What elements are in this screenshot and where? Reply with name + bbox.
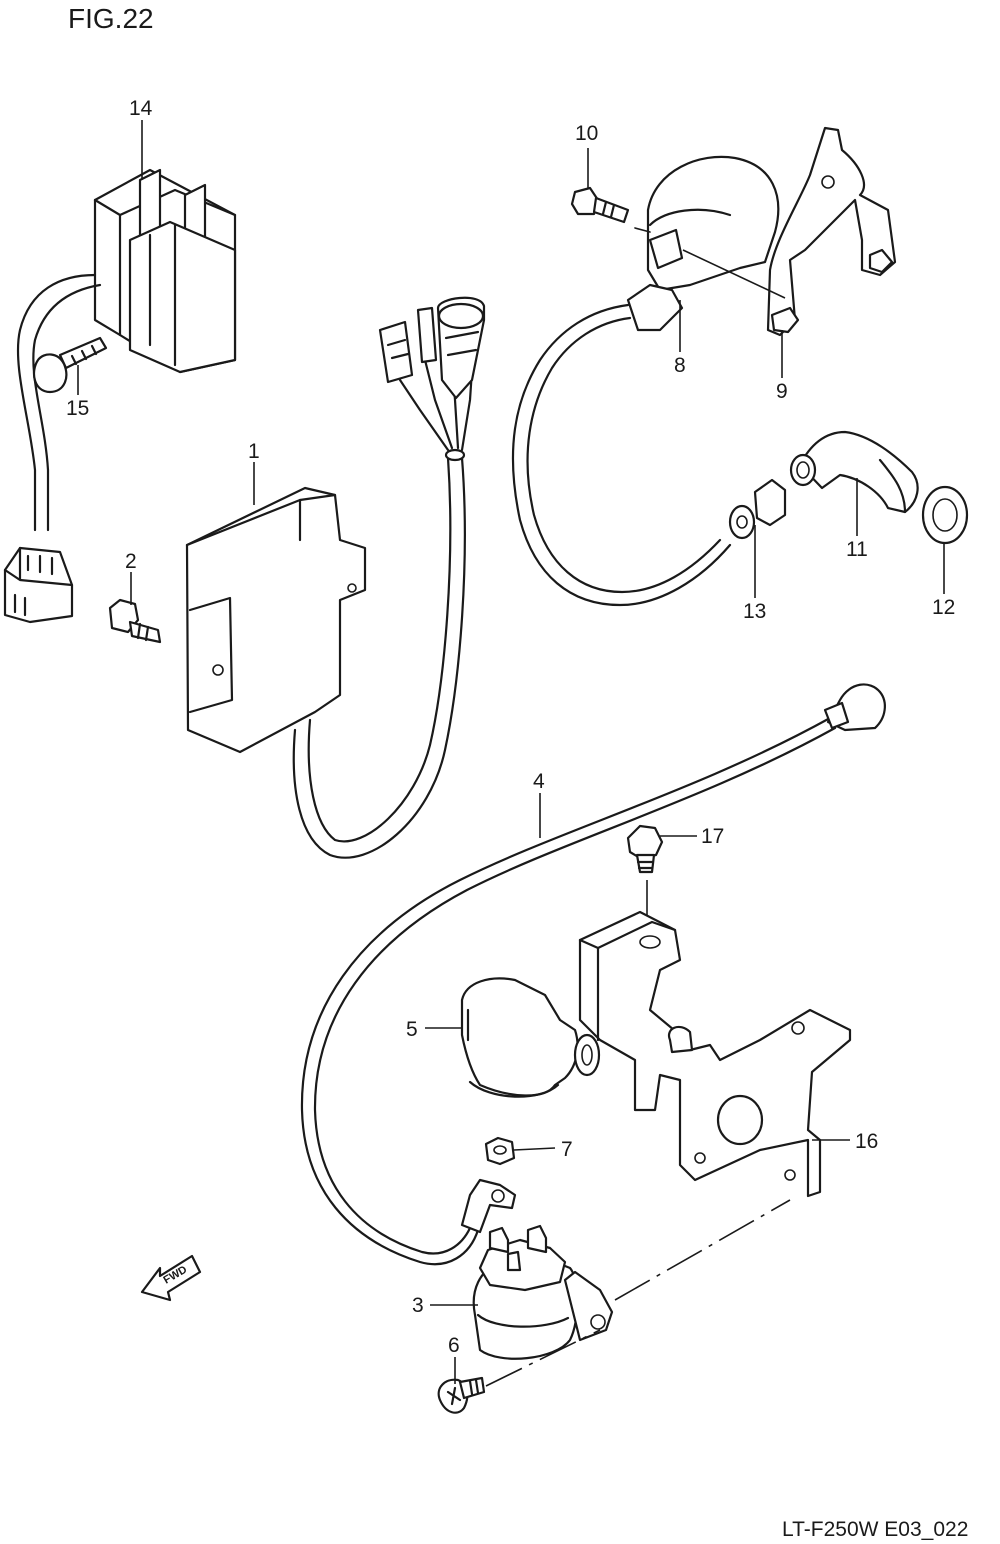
callout-1: 1 <box>248 440 260 463</box>
regulator-connector <box>3 546 74 624</box>
callout-14: 14 <box>129 97 153 120</box>
callout-11: 11 <box>846 538 868 561</box>
coil-bolt-line <box>682 249 786 299</box>
starter-cable-4 <box>300 683 886 1266</box>
figure-title: FIG.22 <box>68 3 154 34</box>
callout-leaders <box>77 120 945 1384</box>
regulator-rectifier <box>16 168 237 532</box>
callout-4: 4 <box>533 770 545 793</box>
cdi-wire-harness <box>292 358 474 859</box>
seal-12 <box>921 485 969 545</box>
wire-connectors <box>378 296 486 400</box>
callout-12: 12 <box>932 596 955 619</box>
cable-terminal-lower <box>460 1178 517 1234</box>
bracket-16 <box>578 910 852 1198</box>
cap-seal-13 <box>728 478 787 540</box>
callout-10: 10 <box>575 122 598 145</box>
callout-15: 15 <box>66 397 89 420</box>
relay-mount-axis <box>614 1199 791 1301</box>
starter-relay-3 <box>472 1224 614 1360</box>
callout-17: 17 <box>701 825 724 848</box>
starter-relay-cover-5 <box>460 977 601 1098</box>
callout-7: 7 <box>561 1138 573 1161</box>
bolt-15 <box>32 336 108 394</box>
callout-6: 6 <box>448 1334 460 1357</box>
bolt-10 <box>570 186 651 233</box>
callout-3: 3 <box>412 1294 424 1317</box>
bolt-2 <box>108 598 162 644</box>
bolt-17 <box>626 824 664 874</box>
cdi-unit <box>185 486 367 754</box>
fwd-arrow: FWD <box>140 1254 202 1302</box>
screw-6 <box>437 1376 486 1414</box>
plug-cap-11 <box>789 430 919 514</box>
callout-13: 13 <box>743 600 766 623</box>
callout-5: 5 <box>406 1018 418 1041</box>
callout-9: 9 <box>776 380 788 403</box>
footer-code: LT-F250W E03_022 <box>782 1518 968 1541</box>
nut-7 <box>484 1136 516 1166</box>
callout-2: 2 <box>125 550 137 573</box>
coil-bracket-9 <box>766 126 897 337</box>
callout-8: 8 <box>674 354 686 377</box>
callout-labels: 14 15 1 2 10 8 9 11 13 12 4 17 5 7 16 3 … <box>66 97 955 1357</box>
ignition-coil <box>511 155 780 607</box>
screw-axis <box>485 1329 601 1387</box>
callout-16: 16 <box>855 1130 878 1153</box>
